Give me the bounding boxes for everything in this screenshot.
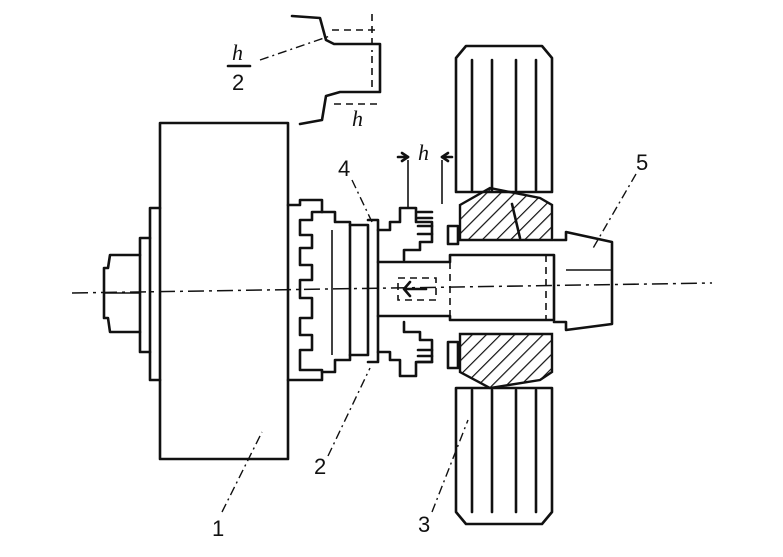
detail-view-h [259,14,382,126]
axis-centerline [71,282,713,294]
flexible-pin-ring [366,206,434,378]
h-gap-dimension [396,151,454,208]
label-h-gap: h [418,140,429,165]
leader-4 [351,179,373,223]
hub-section-top [458,186,554,242]
shaft-nut [552,230,614,332]
label-part-5: 5 [636,150,648,175]
hub-section-bottom [458,332,554,390]
wheel [446,44,554,526]
leader-5 [591,173,637,251]
leader-3 [431,419,469,513]
leader-2 [327,367,371,457]
label-h-fraction-num: h [232,40,243,65]
label-h-detail: h [352,106,363,131]
label-part-4: 4 [338,156,350,181]
label-h-fraction-den: 2 [232,70,244,95]
shaft [376,253,556,322]
coupling-half-motor [286,198,370,382]
label-part-3: 3 [418,512,430,537]
label-part-2: 2 [314,454,326,479]
leader-1 [221,431,263,513]
motor-body [102,121,290,461]
label-part-1: 1 [212,516,224,541]
